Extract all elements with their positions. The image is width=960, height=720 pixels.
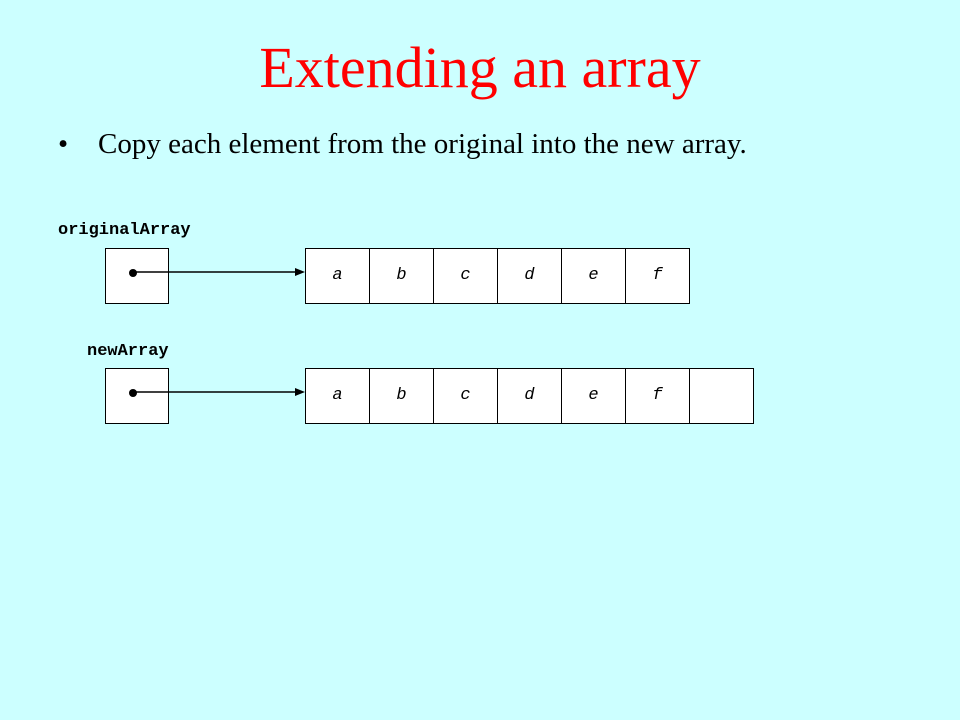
original-array-cell: d [498, 249, 562, 303]
bullet-item: • Copy each element from the original int… [58, 124, 747, 164]
new-array-cell: c [434, 369, 498, 423]
original-array-label: originalArray [58, 221, 191, 240]
slide-title: Extending an array [259, 35, 701, 100]
new-array-cell: f [626, 369, 690, 423]
new-array-pointer-dot [129, 389, 137, 397]
original-array-reference-box [105, 248, 169, 304]
new-array-reference-box [105, 368, 169, 424]
bullet-text: Copy each element from the original into… [98, 128, 747, 160]
new-array-cell: e [562, 369, 626, 423]
original-array-arrowhead [295, 268, 305, 276]
original-array-pointer-dot [129, 269, 137, 277]
new-array-cell: a [306, 369, 370, 423]
new-array-arrowhead [295, 388, 305, 396]
new-array-label: newArray [87, 342, 169, 361]
original-array-cell: e [562, 249, 626, 303]
new-array-cell: b [370, 369, 434, 423]
original-array-cell: f [626, 249, 690, 303]
original-array-cell: c [434, 249, 498, 303]
new-array-cell [690, 369, 754, 423]
original-array-cell: b [370, 249, 434, 303]
bullet-icon: • [58, 128, 69, 160]
original-array-cell: a [306, 249, 370, 303]
new-array-cell: d [498, 369, 562, 423]
